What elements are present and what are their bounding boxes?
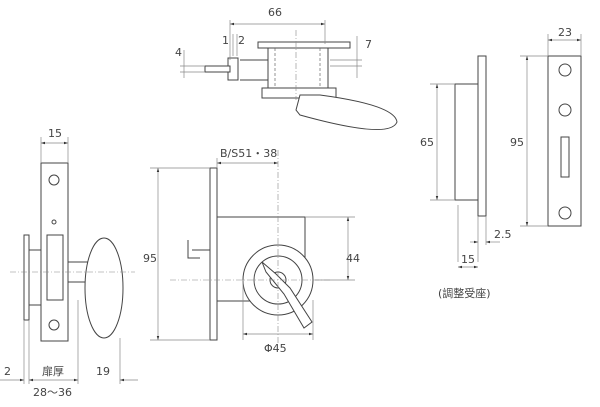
dim-depth-15: 15 [461, 253, 475, 266]
dim-height-7: 7 [365, 38, 372, 51]
dim-height-95: 95 [510, 136, 524, 149]
dim-height-65: 65 [420, 136, 434, 149]
dim-center-44: 44 [346, 252, 360, 265]
dim-offset-2: 2 [4, 365, 11, 378]
dim-width-15: 15 [48, 127, 62, 140]
dim-width-66: 66 [268, 6, 282, 19]
door-thickness-label: 扉厚 [42, 365, 64, 378]
dim-pin-1: 1 [222, 34, 229, 47]
dim-height-95-front: 95 [143, 252, 157, 265]
strike-side-view: 65 2.5 15 (調整受座) [420, 55, 512, 300]
dim-knob-19: 19 [96, 365, 110, 378]
top-view: 66 1 2 4 7 [175, 6, 398, 130]
strike-caption: (調整受座) [438, 286, 491, 300]
front-view: B/S51・38 95 44 Φ45 [143, 147, 360, 355]
dim-pin-2: 2 [238, 34, 245, 47]
door-thickness-range: 28～36 [33, 386, 72, 399]
strike-front-view: 23 95 [510, 26, 582, 227]
dim-height-4: 4 [175, 46, 182, 59]
dim-backset: B/S51・38 [220, 147, 277, 160]
dim-diameter-45: Φ45 [264, 342, 287, 355]
dim-offset-2-5: 2.5 [494, 228, 512, 241]
dim-width-23: 23 [558, 26, 572, 39]
side-view: 15 2 扉厚 28～36 19 [0, 127, 138, 399]
